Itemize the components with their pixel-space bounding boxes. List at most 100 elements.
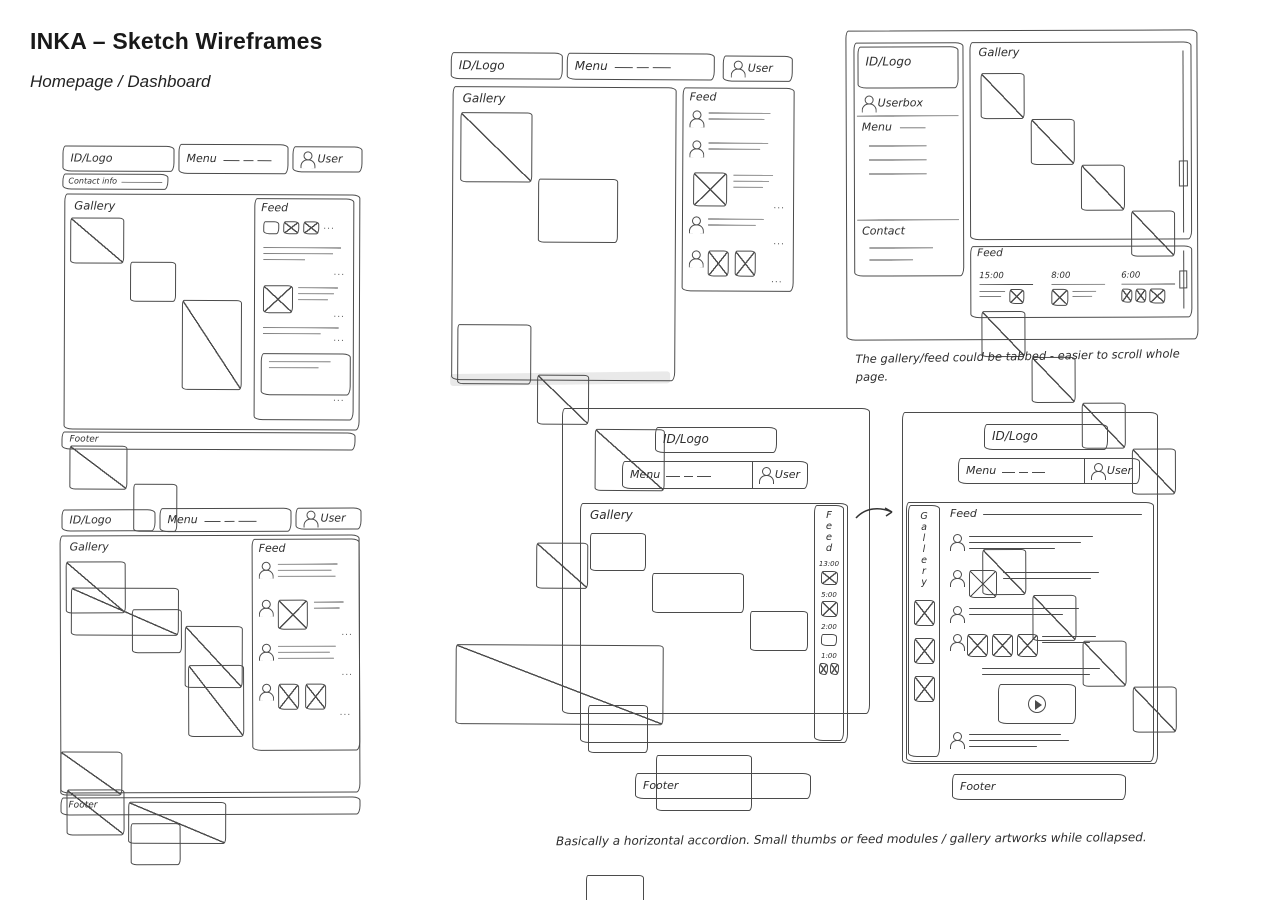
gallery-thumbnail [750,611,808,651]
user-icon [689,140,702,156]
x-thumbnail [969,570,997,598]
annotation-tabbed: The gallery/feed could be tabbed - easie… [855,346,1180,384]
x-thumbnail [820,570,838,585]
logo-label: ID/Logo [865,54,912,69]
userbox-item: Userbox [862,95,923,111]
x-thumbnail [262,285,294,314]
footer-label: Footer [960,779,996,793]
logo-box: ID/Logo [857,46,959,89]
ellipsis-dots: ··· [333,312,345,323]
wireframe-gallery-feed: ID/Logo Menu User Gallery Feed [442,44,798,726]
footer-box: Footer [635,773,811,799]
logo-label: ID/Logo [458,58,505,73]
user-icon [950,606,965,623]
main-content-box [580,503,848,743]
user-label: User [317,152,343,166]
menu-label: Menu [574,58,608,73]
feed-time: 1:00 [821,652,837,661]
x-thumbnail [1051,288,1069,306]
feed-label: Feed [258,541,286,555]
page-title: INKA – Sketch Wireframes [30,28,323,54]
user-icon [731,61,744,77]
feed-module: 13:00 [819,560,839,585]
gallery-label: Gallery [74,198,116,213]
feed-module: 5:00 [820,591,838,618]
feed-item [689,140,769,156]
divider-line [856,115,959,117]
footer-label: Footer [69,434,99,445]
feed-time: 15:00 [979,271,1004,282]
logo-box: ID/Logo [61,509,156,532]
text-lines-placeholder [297,285,339,301]
user-icon [259,684,272,700]
gallery-thumbnail [656,755,752,811]
wireframe-tabbed-layout: ID/Logo Userbox Menu Contact Gallery [842,23,1205,733]
feed-item [259,599,344,630]
feed-time: 6:00 [1121,270,1141,281]
feed-module: 6:00 [1121,262,1183,304]
contact-info-bar: Contact info [62,173,169,190]
menu-box: Menu User [958,458,1140,484]
wireframe-accordion-right: ID/Logo Menu User Gallery Feed [898,408,1162,805]
scrollbar-handle [1179,270,1188,289]
logo-label: ID/Logo [70,151,113,165]
text-lines-placeholder [982,666,1100,675]
annotation-accordion: Basically a horizontal accordion. Small … [555,830,1147,849]
text-lines-placeholder [708,140,769,150]
gallery-thumbnail [69,445,128,490]
menu-item: Menu [862,120,926,134]
text-lines-placeholder [969,534,1093,549]
feed-time: 2:00 [821,623,837,632]
text-lines-placeholder [277,562,338,577]
user-icon [259,562,272,578]
logo-label: ID/Logo [69,513,112,527]
menu-box: Menu [159,507,292,533]
x-thumbnail [913,638,935,664]
gallery-thumbnail [70,217,125,264]
user-icon [689,216,702,232]
gallery-thumbnail [131,609,182,654]
main-content-box [906,502,1154,762]
menu-label: Menu [186,151,217,165]
user-box: User [292,146,363,173]
menu-dashes [222,150,274,169]
feed-item [689,216,764,232]
feed-item [950,732,1069,749]
ellipsis-dots: ··· [333,396,345,407]
menu-box: Menu [178,143,289,175]
footer-label: Footer [643,778,679,792]
ellipsis-dots: ··· [771,277,783,288]
gallery-label: Gallery [590,508,633,522]
feed-module: 1:00 [819,652,839,675]
user-icon [689,250,702,266]
arrow-icon [855,507,893,519]
menu-dashes [203,510,259,529]
feed-item [689,110,771,126]
user-label: User [1106,463,1132,477]
gallery-thumbnail [460,112,533,183]
menu-label: Menu [630,467,661,481]
feed-box: Feed ··· ··· [681,87,795,292]
feed-box: Feed ··· ··· ··· [251,538,361,751]
gallery-label: Gallery [918,511,930,588]
feed-label: Feed [261,201,289,215]
menu-label: Menu [966,463,997,477]
logo-box: ID/Logo [984,424,1108,450]
menu-label: Menu [167,512,198,527]
page-outline-box [562,408,870,714]
gallery-thumbnail [1080,164,1126,211]
accordion-gallery-strip: Gallery [908,505,940,757]
feed-label: Feed [823,510,835,554]
wireframe-classic-1: ID/Logo Contact info Menu User Gallery F… [57,139,364,845]
footer-bar: Footer [60,796,361,816]
x-thumbnail [1149,288,1166,304]
gallery-thumbnail [65,561,126,614]
gallery-label: Gallery [978,45,1020,60]
x-thumbnail [693,172,728,207]
divider-line [857,219,960,221]
footer-label: Footer [68,800,98,811]
feed-item [262,285,339,314]
feed-item [950,570,1099,598]
menu-box: Menu User [622,461,808,489]
user-icon [300,151,313,167]
